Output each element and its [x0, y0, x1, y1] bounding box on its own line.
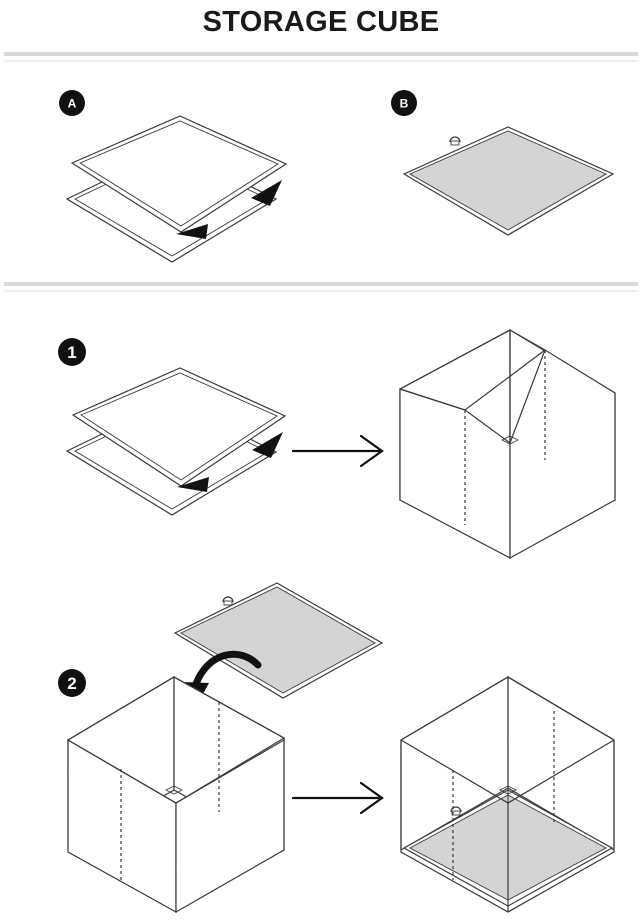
slide-arrow-left — [176, 224, 208, 239]
upper-panel — [71, 367, 287, 487]
step-1-panels — [65, 367, 287, 516]
step-2-label: 2 — [67, 674, 76, 693]
upper-panel — [70, 115, 288, 233]
open-cube-assembled — [399, 328, 616, 560]
slide-arrow-left — [177, 477, 209, 492]
step-a-panels — [65, 115, 288, 263]
open-cube-empty — [66, 675, 286, 914]
step-2-badge: 2 — [58, 669, 86, 697]
step-1-label: 1 — [67, 343, 76, 362]
knob-icon — [449, 136, 461, 146]
step-a-label: A — [68, 97, 77, 111]
step-b-board — [402, 126, 615, 236]
page-title: STORAGE CUBE — [202, 6, 440, 38]
knob-icon — [222, 596, 234, 606]
completed-cube — [400, 675, 615, 913]
slide-arrow-right — [251, 180, 282, 206]
step-a-badge: A — [59, 90, 85, 116]
arrow-right-icon — [291, 781, 384, 815]
arrow-right-icon — [291, 434, 384, 468]
step-b-label: B — [400, 97, 409, 111]
step-1-badge: 1 — [58, 338, 86, 366]
middle-divider — [4, 282, 638, 292]
slide-arrow-right — [252, 432, 283, 458]
top-divider — [4, 52, 638, 62]
base-board — [173, 582, 384, 699]
step-b-badge: B — [391, 90, 417, 116]
